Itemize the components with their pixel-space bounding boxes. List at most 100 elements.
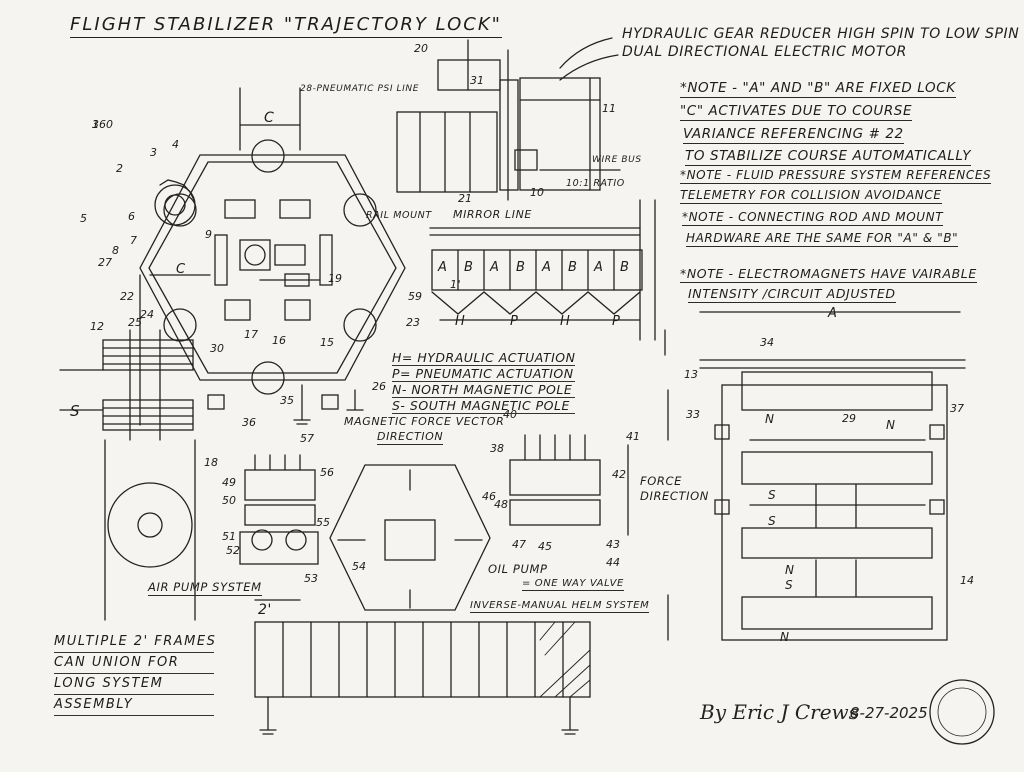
magnetic-force-hexagon [329,464,491,611]
part-number: 22 [120,290,134,303]
oil-pump-assembly [509,434,629,536]
part-number: 44 [606,556,620,569]
part-number: 3 [150,146,157,159]
part-number: 21 [458,192,472,205]
pole-s-3: S [785,578,794,592]
part-number: 14 [960,574,974,587]
part-number: 31 [470,74,484,87]
part-number: 30 [210,342,224,355]
pole-n-1: N [765,412,775,426]
mirror-cell-letter: B [464,260,474,275]
legend-north: N- NORTH MAGNETIC POLE [392,382,576,398]
part-number: 7 [130,234,137,247]
wire-bus-label: WIRE BUS [592,155,642,165]
frames-note-line-1: MULTIPLE 2' FRAMES [54,632,215,653]
motor-label: DUAL DIRECTIONAL ELECTRIC MOTOR [622,44,908,60]
oil-pump-label: OIL PUMP [488,562,548,576]
part-number: 9 [205,228,212,241]
frames-note-line-3: LONG SYSTEM [54,674,214,695]
pole-s-2: S [768,514,777,528]
part-number: 50 [222,494,236,507]
mirror-cell-letter: B [568,260,578,275]
main-hexagon-frame [139,87,406,395]
part-number: 26 [372,380,386,393]
part-number: 56 [320,466,334,479]
part-number: 46 [482,490,496,503]
pole-n-3: N [785,563,795,577]
hexagon-mounts [207,384,364,425]
mirror-cell-letter: A [594,260,604,275]
ratio-label: 10:1 RATIO [566,178,625,189]
mirror-line-label: MIRROR LINE [453,208,532,221]
actuator-cylinders [396,39,621,201]
magnetic-direction-label: DIRECTION [377,430,444,445]
part-number: 18 [204,456,218,469]
part-number: 43 [606,538,620,551]
part-number: 53 [304,572,318,585]
frames-note-line-2: CAN UNION FOR [54,653,214,674]
official-seal [929,679,995,745]
part-number: 27 [98,256,112,269]
part-number: 11 [602,102,616,115]
part-number: 12 [90,320,104,333]
left-stand [59,274,196,621]
part-number: 47 [512,538,526,551]
pole-s-left: S [70,402,81,420]
part-number: 17 [244,328,258,341]
part-number: 15 [320,336,334,349]
pole-n-4: N [780,630,790,644]
part-number: 40 [503,408,517,421]
actuation-letter: P [510,314,519,329]
magnetic-vector-label: MAGNETIC FORCE VECTOR [344,415,505,428]
part-number: 37 [950,402,964,415]
part-number: 13 [684,368,698,381]
legend-pneumatic: P= PNEUMATIC ACTUATION [392,366,576,382]
part-number: 4 [172,138,179,151]
note-line-2: "C" ACTIVATES DUE TO COURSE [680,103,913,121]
dim-c-top: C [264,110,275,126]
mirror-cell-letter: B [516,260,526,275]
gear-reducer-label: HYDRAULIC GEAR REDUCER HIGH SPIN TO LOW … [622,26,1020,42]
mirror-cell-letter: A [438,260,448,275]
actuation-legend: H= HYDRAULIC ACTUATION P= PNEUMATIC ACTU… [392,350,576,414]
part-number: 33 [686,408,700,421]
legend-hydraulic: H= HYDRAULIC ACTUATION [392,350,576,366]
part-number: 36 [242,416,256,429]
dim-c-left: C [176,262,186,277]
air-pump-assembly [239,454,319,565]
actuation-letter: P [612,314,621,329]
one-way-valve-label: = ONE WAY VALVE [522,578,624,591]
mirror-cell-letter: B [620,260,630,275]
note-line-6: TELEMETRY FOR COLLISION AVOIDANCE [680,188,942,204]
inverse-helm-label: INVERSE-MANUAL HELM SYSTEM [470,600,650,613]
part-number: 25 [128,316,142,329]
bottom-frame [254,599,591,735]
note-line-7: *NOTE - CONNECTING ROD AND MOUNT [682,210,944,226]
dim-a-right: A [828,306,838,321]
pneumatic-line-label: 28-PNEUMATIC PSI LINE [300,84,420,94]
part-number: 41 [626,430,640,443]
note-line-8: HARDWARE ARE THE SAME FOR "A" & "B" [686,231,959,247]
frames-note-line-4: ASSEMBLY [54,695,214,716]
part-number: 2 [116,162,123,175]
part-number: 48 [494,498,508,511]
part-number: 57 [300,432,314,445]
force-label: FORCE [640,474,682,488]
part-number: 34 [760,336,774,349]
part-number: 35 [280,394,294,407]
dim-two-prime: 2' [258,602,272,618]
part-number: 54 [352,560,366,573]
rail-mirror-panel [429,199,656,341]
pole-n-2: N [886,418,896,432]
part-number: 360 [92,118,113,131]
dim-one-prime: 1' [450,278,462,291]
force-direction-label: DIRECTION [640,489,710,503]
part-number: 29 [842,412,856,425]
part-number: 1 [92,118,99,131]
air-pump-label: AIR PUMP SYSTEM [148,580,262,596]
rail-mount-label: RAIL MOUNT [366,210,432,221]
mirror-cell-letter: A [490,260,500,275]
part-number: 51 [222,530,236,543]
